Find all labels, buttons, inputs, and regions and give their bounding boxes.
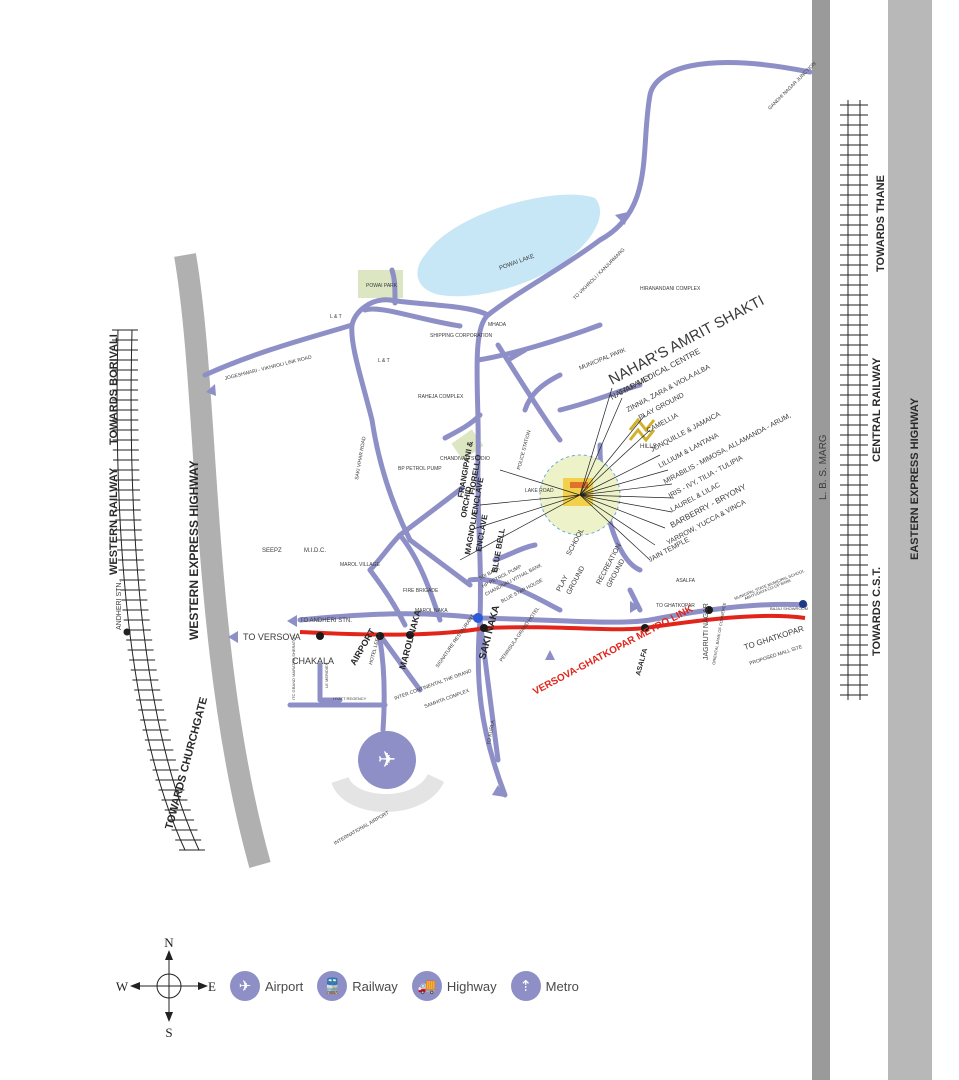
powai-park-label: POWAI PARK: [366, 283, 398, 289]
towards-borivali-label: TOWARDS BORIVALI: [108, 334, 120, 445]
asalfa-small-label: ASALFA: [676, 578, 696, 584]
lbs-marg-label: L. B. S. MARG: [818, 434, 829, 500]
western-railway-label: WESTERN RAILWAY: [108, 467, 120, 575]
hills-label: HILLS: [640, 444, 657, 450]
international-airport-label: INTERNATIONAL AIRPORT: [333, 810, 390, 847]
hyatt-label: HYATT REGENCY: [333, 696, 367, 701]
shipping-corp-label: SHIPPING CORPORATION: [430, 333, 493, 339]
western-express-highway-label: WESTERN EXPRESS HIGHWAY: [187, 460, 201, 640]
airport-icon: ✈: [230, 971, 260, 1001]
railway-icon: 🚆: [317, 971, 348, 1001]
direction-arrows: [206, 212, 640, 797]
andheri-stn-label: ANDHERI STN.: [116, 581, 123, 630]
police-station-label: POLICE STATION: [516, 429, 532, 470]
tower-label: JONQUILLE & JAMAICA: [650, 411, 722, 454]
chandivali-park: [451, 429, 484, 461]
metro-icon: ⇡: [510, 971, 541, 1001]
lt-label-2: L & T: [378, 358, 390, 364]
itc-maratha-label: ITC GRAND MARATHA SHERATON: [291, 635, 296, 700]
legend-railway-label: Railway: [352, 978, 398, 994]
compass-rose: N S W E: [116, 935, 216, 1040]
road-network: [202, 60, 813, 798]
hiranandani-label: HIRANANDANI COMPLEX: [640, 286, 701, 292]
samhita-label: SAMHITA COMPLEX: [424, 688, 471, 710]
central-railway-label: CENTRAL RAILWAY: [871, 357, 883, 462]
le-meridien-label: LE MERIDIEN: [324, 662, 329, 688]
compass-e: E: [208, 979, 216, 994]
mhada-label: MHADA: [488, 322, 507, 328]
to-andheri-stn-label: TO ANDHERI STN.: [300, 618, 352, 624]
lt-label-1: L & T: [330, 314, 342, 320]
towards-churchgate-label: TOWARDS CHURCHGATE: [163, 696, 210, 831]
metro-link-label: VERSOVA-GHATKOPAR METRO LINK: [531, 603, 695, 697]
seepz-label: SEEPZ: [262, 548, 282, 554]
airport-plane-icon: ✈: [378, 748, 396, 773]
marol-village-label: MAROL VILLAGE: [340, 562, 380, 568]
powai-lake: [417, 194, 601, 297]
fire-brigade-label: FIRE BRIGADE: [403, 588, 439, 594]
compass-s: S: [165, 1025, 172, 1040]
jvlr-label: JOGESHWARI - VIKHROLI LINK ROAD: [224, 354, 313, 382]
towards-cst-label: TOWARDS C.S.T.: [871, 567, 883, 656]
eastern-express-highway-band: [888, 0, 932, 1080]
midc-label: M.I.D.C.: [304, 548, 326, 554]
raheja-complex-label: RAHEJA COMPLEX: [418, 394, 464, 400]
play-ground-label-2: GROUND: [566, 565, 587, 596]
legend-metro-label: Metro: [545, 978, 579, 994]
tower-label: MIRABILIS - MIMOSA, ALLAMANDA - ARUM,: [663, 412, 793, 485]
lake-road-label: LAKE ROAD: [525, 488, 554, 494]
metro-stations: [316, 600, 807, 640]
legend-airport: ✈ Airport: [230, 971, 303, 1001]
towards-thane-label: TOWARDS THANE: [875, 175, 887, 272]
bajaj-label: BAJAJ SHOWROOM: [770, 606, 808, 611]
marol-naka-small-label: MAROL NAKA: [415, 608, 448, 614]
to-versova-label: TO VERSOVA: [243, 632, 301, 642]
asalfa-label: ASALFA: [635, 648, 649, 677]
project-leader-lines: [459, 387, 675, 561]
project-title: NAHAR'S AMRIT SHAKTI: [606, 292, 767, 388]
map-legend: ✈ Airport 🚆 Railway 🚚 Highway ⇡ Metro: [230, 966, 579, 1006]
to-ghatkopar-small-label: TO GHATKOPAR: [656, 603, 695, 609]
eastern-express-highway-label: EASTERN EXPRESS HIGHWAY: [909, 397, 921, 560]
legend-highway-label: Highway: [446, 978, 497, 994]
western-railway-track: [116, 329, 200, 851]
versova-ghatkopar-metro-line: [299, 613, 806, 637]
to-kurla-label: TO KURLA: [486, 719, 496, 745]
chakala-label: CHAKALA: [292, 656, 334, 666]
peninsula-label: PENINSULA GRAND HOTEL: [499, 606, 542, 663]
legend-railway: 🚆 Railway: [317, 971, 398, 1001]
central-railway-track: [840, 100, 868, 700]
legend-airport-label: Airport: [265, 978, 304, 994]
compass-w: W: [116, 979, 129, 994]
highway-icon: 🚚: [411, 971, 442, 1001]
chandivali-studio-label: CHANDIVALI STUDIO: [440, 456, 490, 462]
bp-petrol-pump-label: BP PETROL PUMP: [398, 466, 442, 472]
andheri-station-dot: [123, 628, 131, 636]
saki-vihar-road-label: SAKI VIHAR ROAD: [354, 436, 368, 481]
international-airport-marker: ✈: [331, 731, 445, 812]
jagruti-nagar-label: JAGRUTI NAGAR: [703, 603, 710, 660]
western-express-highway-band: [174, 253, 271, 868]
legend-highway: 🚚 Highway: [411, 971, 497, 1001]
legend-metro: ⇡ Metro: [510, 971, 579, 1001]
lbs-marg-band: [812, 0, 830, 1080]
compass-n: N: [164, 935, 174, 950]
